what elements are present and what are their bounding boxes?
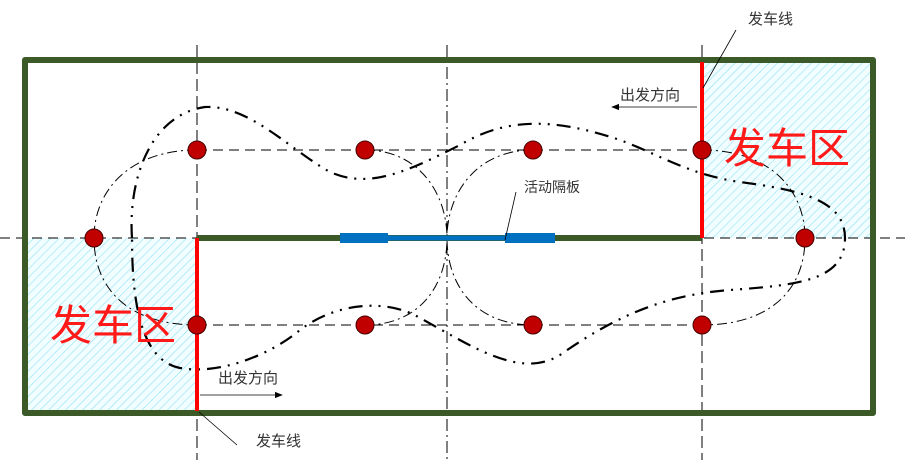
start-zone-left-area <box>28 238 197 410</box>
start-zone-label-right: 发车区 <box>724 124 850 173</box>
marker <box>187 315 207 335</box>
marker <box>187 140 207 160</box>
partition-label: 活动隔板 <box>524 180 580 196</box>
marker <box>692 315 712 335</box>
arena-wall <box>22 57 876 416</box>
route-thick <box>130 105 847 371</box>
marker <box>355 315 375 335</box>
marker <box>84 228 104 248</box>
leader-line <box>198 411 238 446</box>
marker <box>692 140 712 160</box>
start-line-label-bottom: 发车线 <box>256 432 301 450</box>
direction-label-top: 出发方向 <box>620 86 680 104</box>
movable-partition <box>340 233 555 243</box>
marker <box>523 315 543 335</box>
marker <box>523 140 543 160</box>
leader-line <box>504 191 517 241</box>
markers <box>84 140 815 335</box>
marker <box>355 140 375 160</box>
leader-line <box>702 29 737 89</box>
start-zone-right-area <box>702 63 870 238</box>
start-zone-label-left: 发车区 <box>50 301 176 350</box>
direction-label-bottom: 出发方向 <box>218 369 278 387</box>
start-line-label-top: 发车线 <box>748 10 793 28</box>
marker <box>795 228 815 248</box>
